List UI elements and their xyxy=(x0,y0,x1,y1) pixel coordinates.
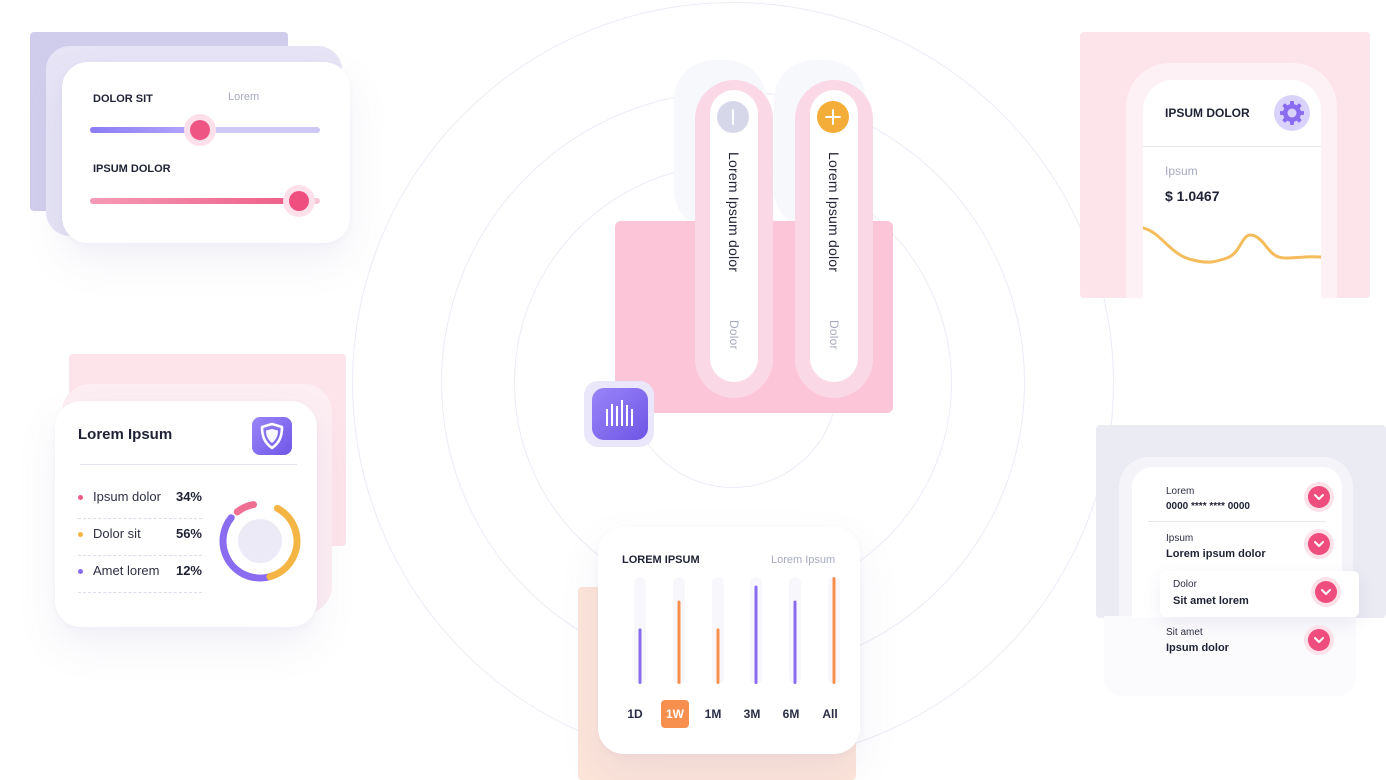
chevron-down-icon[interactable] xyxy=(1308,533,1330,555)
bar-3 xyxy=(716,628,720,684)
period-6m[interactable]: 6M xyxy=(782,707,800,721)
toggle-1[interactable] xyxy=(710,90,758,382)
legend-value: 12% xyxy=(175,563,202,578)
row-label: Lorem xyxy=(1166,486,1195,497)
slider-2-fill xyxy=(90,198,300,204)
shield-icon[interactable] xyxy=(252,417,292,455)
donut-slice-ipsum xyxy=(219,500,301,582)
bar-4 xyxy=(754,585,758,684)
bar-chart-icon[interactable] xyxy=(592,388,648,440)
price-card: IPSUM DOLOR Ipsum $ 1.0467 xyxy=(1143,80,1321,298)
bar-2 xyxy=(677,600,681,684)
bar-chart xyxy=(634,577,840,684)
row-value: Sit amet lorem xyxy=(1173,595,1249,607)
list-card-lower xyxy=(1104,616,1356,696)
slider-1-fill xyxy=(90,127,200,133)
period-1d[interactable]: 1D xyxy=(627,707,643,721)
period-all[interactable]: All xyxy=(822,707,838,721)
bar-5 xyxy=(793,600,797,684)
row-value: 0000 **** **** 0000 xyxy=(1166,501,1250,512)
legend-label: Ipsum dolor xyxy=(93,489,161,504)
chevron-down-icon[interactable] xyxy=(1308,629,1330,651)
bar-1 xyxy=(638,628,642,684)
row-label: Sit amet xyxy=(1166,627,1203,638)
gear-icon[interactable] xyxy=(1274,95,1310,131)
row-value: Ipsum dolor xyxy=(1166,642,1229,654)
price-trend-line xyxy=(1143,226,1321,264)
legend-item-2: Dolor sit 56% xyxy=(78,518,202,556)
toggle-2-sublabel: Dolor xyxy=(827,320,841,350)
toggle-1-sublabel: Dolor xyxy=(727,320,741,350)
price-value: $ 1.0467 xyxy=(1165,188,1220,204)
slider-card: DOLOR SIT Lorem IPSUM DOLOR xyxy=(62,62,350,243)
period-1w[interactable]: 1W xyxy=(661,700,689,728)
bar-card-title: LOREM IPSUM xyxy=(622,554,700,566)
price-label: Ipsum xyxy=(1165,164,1198,178)
donut-card: Lorem Ipsum xyxy=(55,401,317,627)
slider-1-handle[interactable] xyxy=(190,120,210,140)
legend-label: Dolor sit xyxy=(93,526,141,541)
slider-2-title: IPSUM DOLOR xyxy=(93,163,171,175)
bar-card-subtitle: Lorem Ipsum xyxy=(771,554,836,566)
row-label: Dolor xyxy=(1173,579,1197,590)
legend-item-3: Amet lorem 12% xyxy=(78,555,202,593)
donut-card-title: Lorem Ipsum xyxy=(78,426,173,443)
slider-side-label: Lorem xyxy=(228,91,260,103)
toggle-1-label: Lorem Ipsum dolor xyxy=(726,152,742,273)
donut-card-divider xyxy=(80,464,297,465)
legend-item-1: Ipsum dolor 34% xyxy=(78,481,202,519)
period-3m[interactable]: 3M xyxy=(743,707,761,721)
toggle-2[interactable] xyxy=(810,90,858,382)
list-divider xyxy=(1148,521,1326,522)
toggle-2-label: Lorem Ipsum dolor xyxy=(826,152,842,273)
minus-circle-icon[interactable] xyxy=(717,101,749,133)
legend-value: 34% xyxy=(175,489,202,504)
plus-circle-icon[interactable] xyxy=(817,101,849,133)
legend-label: Amet lorem xyxy=(93,563,160,578)
slider-2-handle[interactable] xyxy=(289,191,309,211)
period-1m[interactable]: 1M xyxy=(704,707,722,721)
bar-6 xyxy=(832,577,836,684)
slider-1-title: DOLOR SIT xyxy=(93,93,153,105)
chevron-down-icon[interactable] xyxy=(1308,486,1330,508)
row-label: Ipsum xyxy=(1166,533,1194,544)
price-card-title: IPSUM DOLOR xyxy=(1165,106,1250,120)
donut-slice-dolor xyxy=(219,500,301,582)
legend-value: 56% xyxy=(175,526,202,541)
price-card-divider xyxy=(1143,146,1321,147)
row-value: Lorem ipsum dolor xyxy=(1166,548,1266,560)
donut-chart xyxy=(219,500,301,582)
donut-center xyxy=(238,519,282,563)
chevron-down-icon[interactable] xyxy=(1315,581,1337,603)
